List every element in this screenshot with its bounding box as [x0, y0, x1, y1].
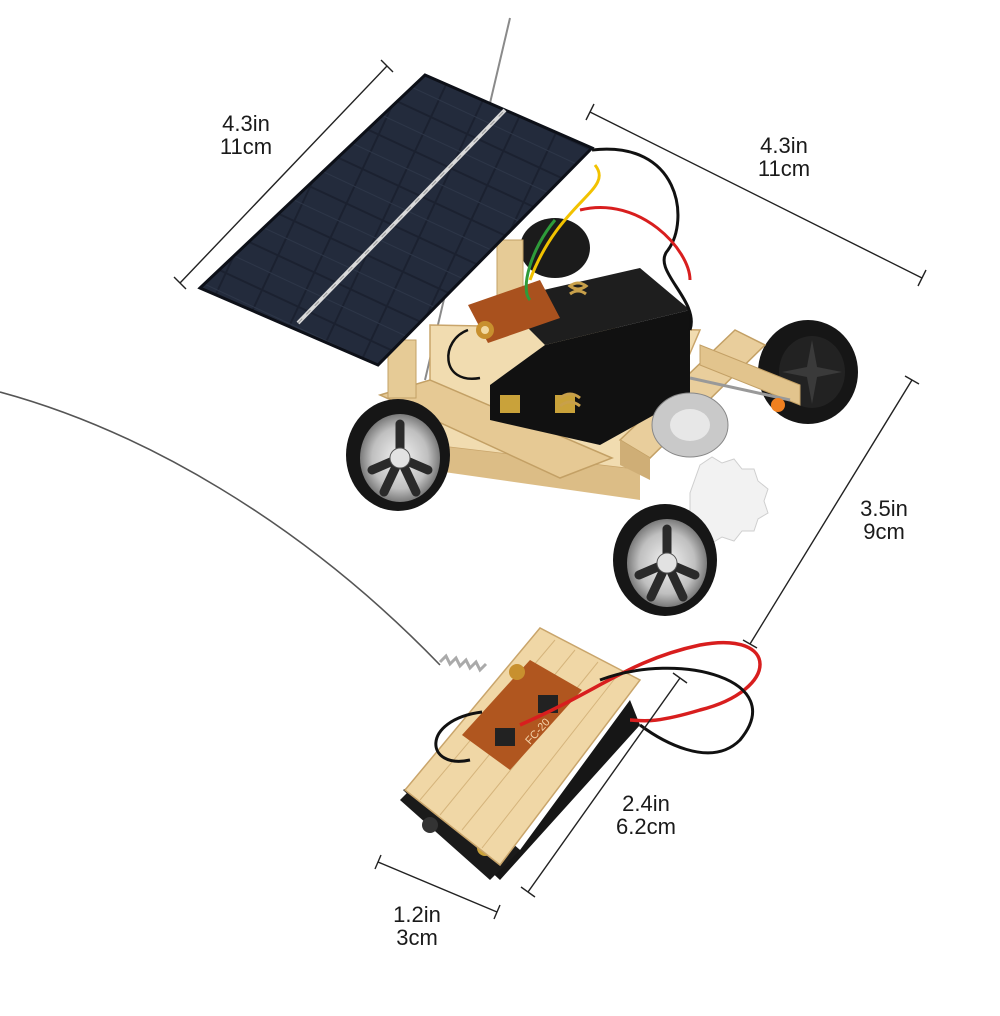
remote-control: FC-20 [400, 627, 762, 880]
car-length-cm: 11cm [757, 156, 811, 181]
solar-panel [197, 73, 595, 367]
remote-antenna-wire [0, 391, 441, 666]
car-width-inches: 3.5in [860, 496, 908, 521]
remote-wire-black [434, 666, 755, 763]
car-width-label: 3.5in 9cm [850, 497, 918, 543]
panel-length-cm: 11cm [219, 134, 273, 159]
battery-holder [490, 268, 690, 445]
solar-car [197, 17, 858, 616]
remote-button-1 [495, 728, 515, 746]
remote-length-label: 2.4in 6.2cm [606, 792, 686, 838]
remote-width-inches: 1.2in [393, 902, 441, 927]
wire-green [524, 219, 557, 302]
front-left-wheel [346, 399, 450, 511]
remote-length-inches: 2.4in [622, 791, 670, 816]
remote-width-label: 1.2in 3cm [382, 903, 452, 949]
front-right-wheel [613, 504, 717, 616]
panel-length-label: 4.3in 11cm [212, 112, 280, 158]
motor [651, 392, 769, 544]
wire-yellow [528, 164, 601, 281]
panel-length-inches: 4.3in [222, 111, 270, 136]
remote-length-cm: 6.2cm [616, 814, 676, 839]
car-length-inches: 4.3in [760, 133, 808, 158]
car-length-label: 4.3in 11cm [750, 134, 818, 180]
wire-red [579, 206, 692, 281]
receiver-pcb [468, 280, 560, 343]
remote-wire-red [519, 640, 762, 727]
spring-antenna [438, 653, 488, 673]
car-width-cm: 9cm [863, 519, 905, 544]
dimension-lines [173, 59, 927, 920]
remote-width-cm: 3cm [396, 925, 438, 950]
